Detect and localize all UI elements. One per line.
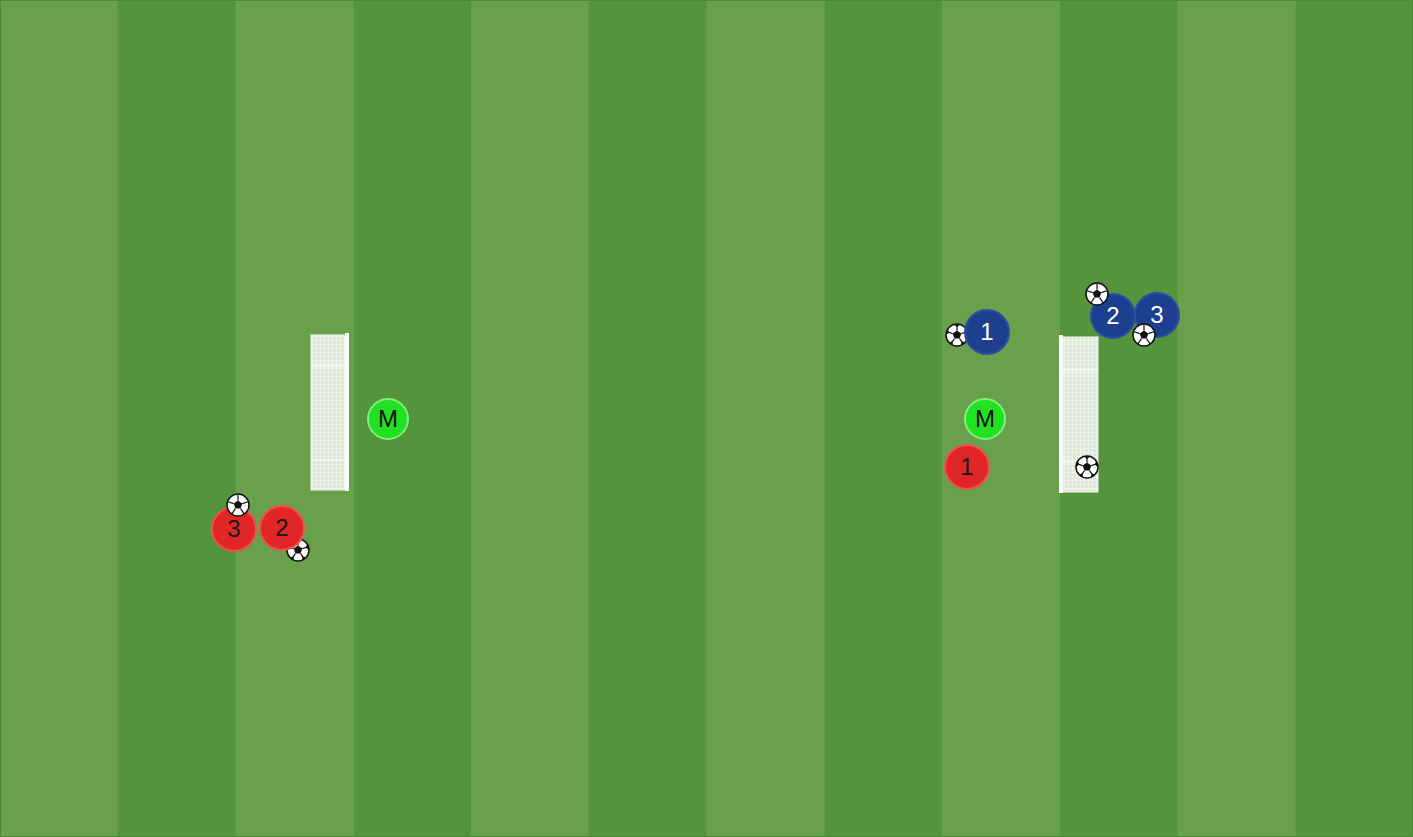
blue-player: 2	[1090, 293, 1136, 339]
grass-stripe	[824, 0, 942, 837]
coach-marker: M	[964, 398, 1006, 440]
player-number: 3	[1150, 303, 1163, 327]
coach-marker: M	[367, 398, 409, 440]
player-number: 3	[227, 517, 240, 541]
player-number: 2	[275, 516, 288, 540]
grass-stripe	[707, 0, 825, 837]
player-number: 2	[1106, 304, 1119, 328]
grass-stripe	[353, 0, 471, 837]
player-number: M	[975, 407, 995, 431]
ball	[1076, 456, 1098, 478]
grass-stripe	[589, 0, 707, 837]
player-number: 1	[980, 320, 993, 344]
player-number: M	[378, 407, 398, 431]
grass-stripe	[0, 0, 118, 837]
red-player: 1	[944, 444, 990, 490]
grass-stripe	[1178, 0, 1296, 837]
ball	[227, 494, 249, 516]
player-number: 1	[960, 455, 973, 479]
red-player: 2	[259, 505, 305, 551]
ball	[1086, 283, 1108, 305]
ball	[1133, 324, 1155, 346]
red-player: 3	[211, 506, 257, 552]
grass-stripe	[471, 0, 589, 837]
grass-stripe	[1295, 0, 1413, 837]
goal	[1059, 335, 1098, 493]
grass-stripe	[118, 0, 236, 837]
blue-player: 3	[1134, 292, 1180, 338]
grass-stripe	[942, 0, 1060, 837]
blue-player: 1	[964, 309, 1010, 355]
goal	[311, 333, 349, 491]
grass-stripe	[236, 0, 354, 837]
grass-stripe	[1060, 0, 1178, 837]
